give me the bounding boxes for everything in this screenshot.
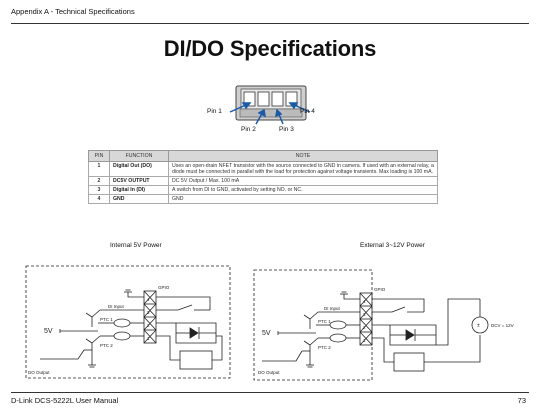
ptc1-label: PTC 1 [100,317,113,322]
terminal-3-label: 3 [363,312,366,317]
do-output-label: DO Output [258,370,280,375]
pin-spec-table: PIN FUNCTION NOTE 1 Digital Out (DO) Use… [88,150,438,204]
row-function: Digital Out (DO) [109,161,169,177]
ptc2-label: PTC 2 [100,343,113,348]
terminal-1-label: 1 [363,338,366,343]
dcv-label: DCV = 12V [491,323,514,328]
table-row: 1 Digital Out (DO) Uses an open-drain NF… [88,161,438,177]
table-header-row: PIN FUNCTION NOTE [88,150,438,162]
pin-1-label: Pin 1 [207,108,222,115]
row-note: DC 5V Output / Max. 100 mA [168,176,438,186]
row-note: Uses an open-drain NFET transistor with … [168,161,438,177]
pin-3-label: Pin 3 [279,126,294,133]
row-function: DC5V OUTPUT [109,176,169,186]
pin-4-label: Pin 4 [300,108,315,115]
internal-power-schematic [25,265,231,379]
table-row: 2 DC5V OUTPUT DC 5V Output / Max. 100 mA [88,176,438,186]
di-input-label: DI Input [108,304,125,309]
ptc1-label: PTC 1 [318,319,331,324]
gpio-label: GPIO [374,287,386,292]
v5-label: 5V [44,328,53,335]
external-power-title: External 3~12V Power [360,242,425,249]
header-pin: PIN [88,150,110,162]
row-pin: 4 [88,194,110,204]
external-power-labels: GPIO 4 3 2 1 DI Input PTC 1 PTC 2 5V DO … [258,287,514,375]
row-pin: 2 [88,176,110,186]
do-output-label: DO Output [28,370,50,375]
header-note: NOTE [168,150,438,162]
internal-power-labels: GPIO 4 3 2 1 DI Input PTC 1 PTC 2 5V DO … [28,285,170,375]
row-pin: 1 [88,161,110,177]
row-function: GND [109,194,169,204]
manual-title: D-Link DCS-5222L User Manual [11,396,119,405]
wiring-schematics: GPIO 4 3 2 1 DI Input PTC 1 PTC 2 5V DO … [25,265,514,381]
header-divider [11,23,529,24]
terminal-4-label: 4 [147,297,150,302]
terminal-2-label: 2 [147,323,150,328]
footer-divider [11,392,529,393]
section-title: Appendix A - Technical Specifications [11,7,135,16]
connector-diagram [229,85,311,125]
row-pin: 3 [88,185,110,195]
di-input-label: DI Input [324,306,341,311]
v5-label: 5V [262,330,271,337]
page-header: Appendix A - Technical Specifications [0,6,540,24]
terminal-block [235,85,307,121]
dc-source-symbol: ± [477,323,480,329]
table-row: 4 GND GND [88,194,438,204]
terminal-1-label: 1 [147,336,150,341]
row-note: A switch from DI to GND, activated by se… [168,185,438,195]
ptc2-label: PTC 2 [318,345,331,350]
page-title: DI/DO Specifications [163,36,377,61]
terminal-3-label: 3 [147,310,150,315]
row-function: Digital In (DI) [109,185,169,195]
internal-power-title: Internal 5V Power [110,242,162,249]
terminal-4-label: 4 [363,299,366,304]
row-note: GND [168,194,438,204]
header-function: FUNCTION [109,150,169,162]
table-row: 3 Digital In (DI) A switch from DI to GN… [88,185,438,195]
gpio-label: GPIO [158,285,170,290]
page-number: 73 [517,396,526,405]
pin-arrows [229,102,311,125]
pin-2-label: Pin 2 [241,126,256,133]
terminal-2-label: 2 [363,325,366,330]
external-power-schematic [253,269,489,381]
